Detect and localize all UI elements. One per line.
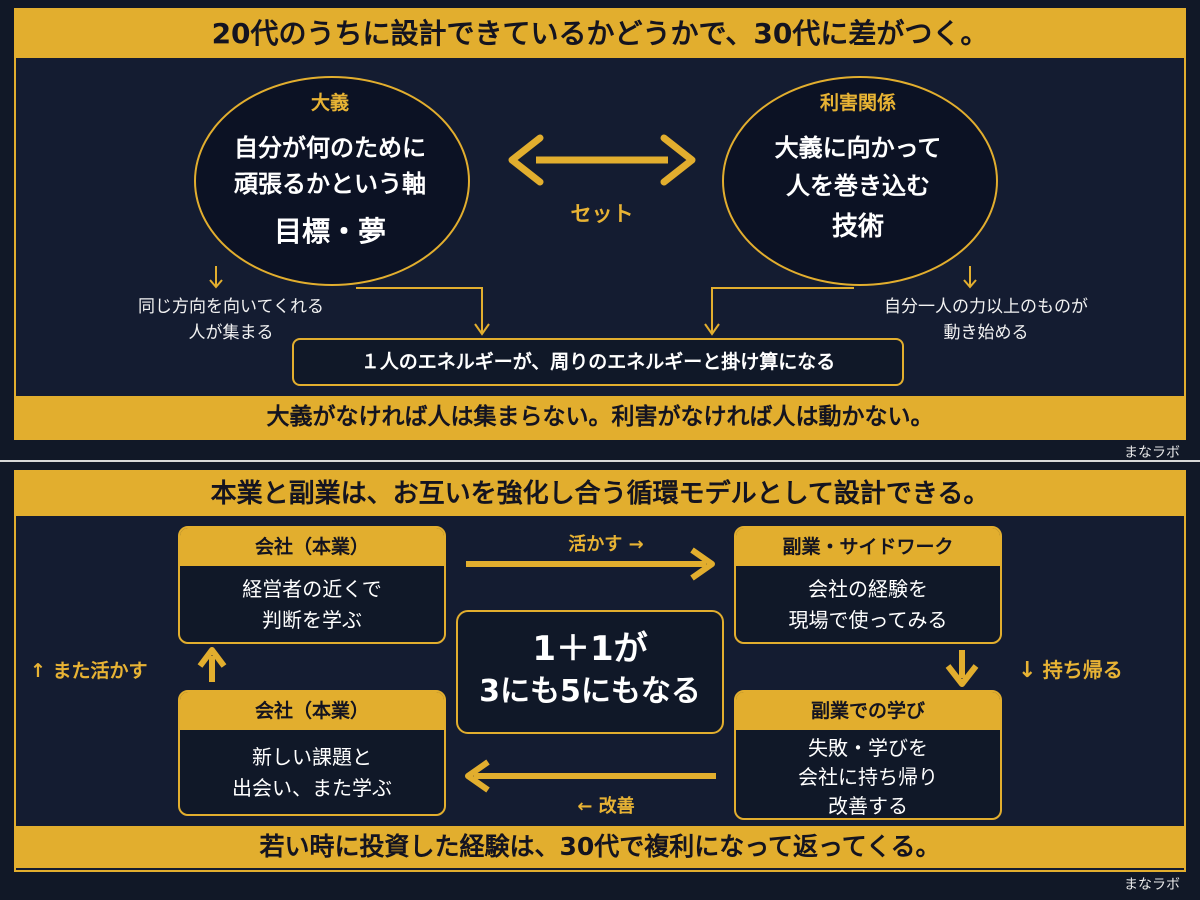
arrow-down-icon [945,650,979,687]
left-ellipse-heading: 大義 [310,92,349,114]
box-side-work-head: 副業・サイドワーク [736,528,1000,566]
result-text: １人のエネルギーが、周りのエネルギーと掛け算になる [360,351,836,373]
box-company-top: 会社（本業） 経営者の近くで 判断を学ぶ [178,526,446,644]
box-company-bottom-head: 会社（本業） [180,692,444,730]
arrow-right-label: 持ち帰る [1042,658,1123,682]
double-arrow-icon [508,134,696,186]
top-footer-band: 大義がなければ人は集まらない。利害がなければ人は動かない。 [16,396,1184,438]
box-side-learning-line1: 失敗・学びを [808,736,928,760]
set-label: セット [570,202,634,226]
left-note-line1: 同じ方向を向いてくれる [138,297,324,317]
center-box: 1＋1が 3にも5にもなる [456,610,724,734]
left-down-arrow-icon [209,266,223,289]
box-company-bottom-line1: 新しい課題と [252,745,372,769]
box-side-work-line2: 現場で使ってみる [788,608,948,632]
box-side-learning: 副業での学び 失敗・学びを 会社に持ち帰り 改善する [734,690,1002,820]
box-side-work-body: 会社の経験を 現場で使ってみる [736,566,1000,636]
bottom-title: 本業と副業は、お互いを強化し合う循環モデルとして設計できる。 [210,479,990,509]
box-side-work-line1: 会社の経験を [808,577,928,601]
top-connectors [209,134,977,336]
bottom-footer-band: 若い時に投資した経験は、30代で複利になって返ってくる。 [16,826,1184,868]
arrow-right-label-wrap: ↓ 持ち帰る [1018,654,1168,683]
left-note: 同じ方向を向いてくれる 人が集まる [86,294,376,346]
box-company-bottom-line2: 出会い、また学ぶ [232,776,392,800]
panel-divider [0,460,1200,462]
box-company-top-body: 経営者の近くで 判断を学ぶ [180,566,444,636]
right-ellipse [722,76,998,286]
arrow-bottom-label: ← 改善 [577,796,635,817]
left-elbow-arrow-icon [356,287,490,336]
center-line2: 3にも5にもなる [479,674,701,709]
arrow-right-icon [466,547,715,581]
left-ellipse [194,76,470,286]
arrow-right-down-icon: ↓ [1018,658,1037,683]
right-note-line1: 自分一人の力以上のものが [884,297,1088,317]
right-down-arrow-icon [963,266,977,289]
arrow-up-icon [197,647,227,682]
bottom-panel: 本業と副業は、お互いを強化し合う循環モデルとして設計できる。 会社（本業） 経営… [14,470,1186,872]
right-note: 自分一人の力以上のものが 動き始める [836,294,1136,346]
left-ellipse-line2: 頑張るかという軸 [234,170,426,198]
top-title-band: 20代のうちに設計できているかどうかで、30代に差がつく。 [16,10,1184,58]
top-credit: まなラボ [1124,445,1180,461]
right-note-line2: 動き始める [943,323,1029,343]
left-note-line2: 人が集まる [188,323,274,343]
box-side-learning-line2: 会社に持ち帰り [798,765,938,789]
bottom-connectors [197,547,979,793]
box-side-learning-line3: 改善する [828,794,908,818]
bottom-title-band: 本業と副業は、お互いを強化し合う循環モデルとして設計できる。 [16,472,1184,516]
right-ellipse-heading: 利害関係 [819,92,896,114]
center-line1: 1＋1が [532,629,648,669]
box-company-top-head: 会社（本業） [180,528,444,566]
left-ellipse-line3: 目標・夢 [273,215,386,248]
bottom-footer: 若い時に投資した経験は、30代で複利になって返ってくる。 [259,832,941,861]
box-side-learning-head: 副業での学び [736,692,1000,730]
top-panel: 20代のうちに設計できているかどうかで、30代に差がつく。 大義 自分が何のため… [14,8,1186,440]
bottom-credit: まなラボ [1124,877,1180,893]
box-company-top-line1: 経営者の近くで [242,577,382,601]
left-ellipse-line1: 自分が何のために [234,134,426,162]
right-ellipse-line2: 人を巻き込む [786,172,930,200]
arrow-left-label: ↑ また活かす [30,660,148,682]
result-box: １人のエネルギーが、周りのエネルギーと掛け算になる [292,338,904,386]
box-company-top-line2: 判断を学ぶ [262,608,362,632]
box-company-bottom-body: 新しい課題と 出会い、また学ぶ [180,730,444,804]
box-side-learning-body: 失敗・学びを 会社に持ち帰り 改善する [736,730,1000,818]
right-ellipse-line3: 技術 [831,212,884,242]
top-title: 20代のうちに設計できているかどうかで、30代に差がつく。 [211,17,989,50]
right-elbow-arrow-icon [704,287,854,336]
right-ellipse-line1: 大義に向かって [774,134,942,162]
top-footer: 大義がなければ人は集まらない。利害がなければ人は動かない。 [266,404,934,430]
box-company-bottom: 会社（本業） 新しい課題と 出会い、また学ぶ [178,690,446,816]
arrow-left-icon [465,759,716,793]
arrow-top-label: 活かす → [568,534,644,555]
box-side-work: 副業・サイドワーク 会社の経験を 現場で使ってみる [734,526,1002,644]
